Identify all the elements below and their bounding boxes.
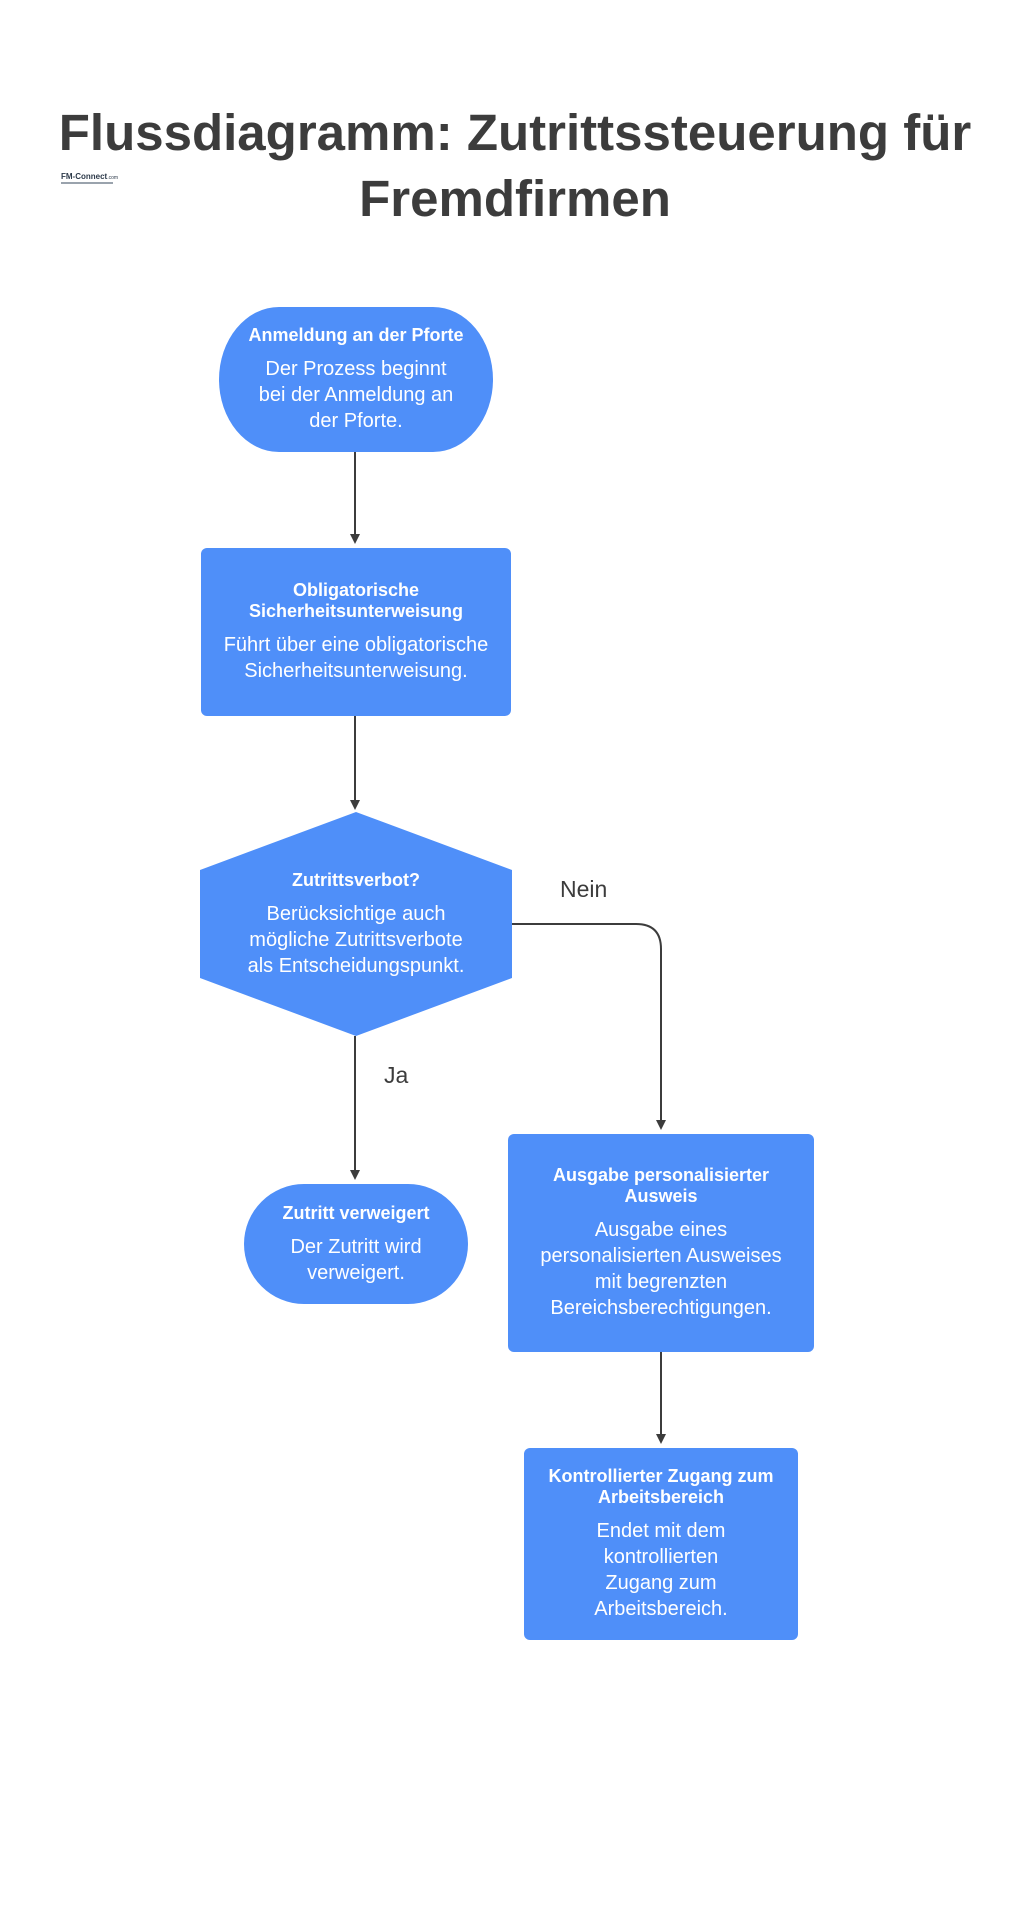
node-denied: Zutritt verweigert Der Zutritt wird verw…: [244, 1184, 468, 1304]
node-start: Anmeldung an der Pforte Der Prozess begi…: [219, 307, 493, 452]
node-title: Zutritt verweigert: [282, 1202, 430, 1223]
node-description: Führt über eine obligatorische Sicherhei…: [223, 634, 489, 682]
node-badge: Ausgabe personalisierter Ausweis Ausgabe…: [508, 1134, 814, 1352]
node-title: Ausgabe personalisierter Ausweis: [552, 1165, 770, 1206]
node-description: Berücksichtige auch mögliche Zutrittsver…: [247, 902, 465, 977]
node-title: Obligatorische Sicherheitsunterweisung: [248, 580, 464, 621]
node-title: Zutrittsverbot?: [292, 869, 420, 890]
hexagon-shape: [200, 812, 512, 1036]
edge-label-no: Nein: [560, 876, 608, 902]
node-decision: Zutrittsverbot? Berücksichtige auch mögl…: [198, 810, 514, 1038]
logo-underline: [61, 182, 113, 184]
page-title: Flussdiagramm: Zutrittssteuerung für Fre…: [58, 104, 972, 227]
logo: FM-Connect.com: [56, 164, 118, 194]
node-training: Obligatorische Sicherheitsunterweisung F…: [201, 548, 511, 716]
node-description: Ausgabe eines personalisierten Ausweises…: [540, 1219, 782, 1319]
node-access: Kontrollierter Zugang zum Arbeitsbereich…: [524, 1448, 798, 1640]
node-description: Der Prozess beginnt bei der Anmeldung an…: [258, 358, 454, 432]
node-title: Kontrollierter Zugang zum Arbeitsbereich: [548, 1466, 774, 1507]
edge-label-yes: Ja: [384, 1062, 409, 1088]
logo-text: FM-Connect.com: [61, 172, 119, 181]
edge-decision-to-badge: [512, 923, 666, 1130]
node-description: Der Zutritt wird verweigert.: [290, 1235, 422, 1284]
node-title: Anmeldung an der Pforte: [248, 325, 464, 345]
node-description: Endet mit dem kontrollierten Zugang zum …: [594, 1520, 728, 1620]
